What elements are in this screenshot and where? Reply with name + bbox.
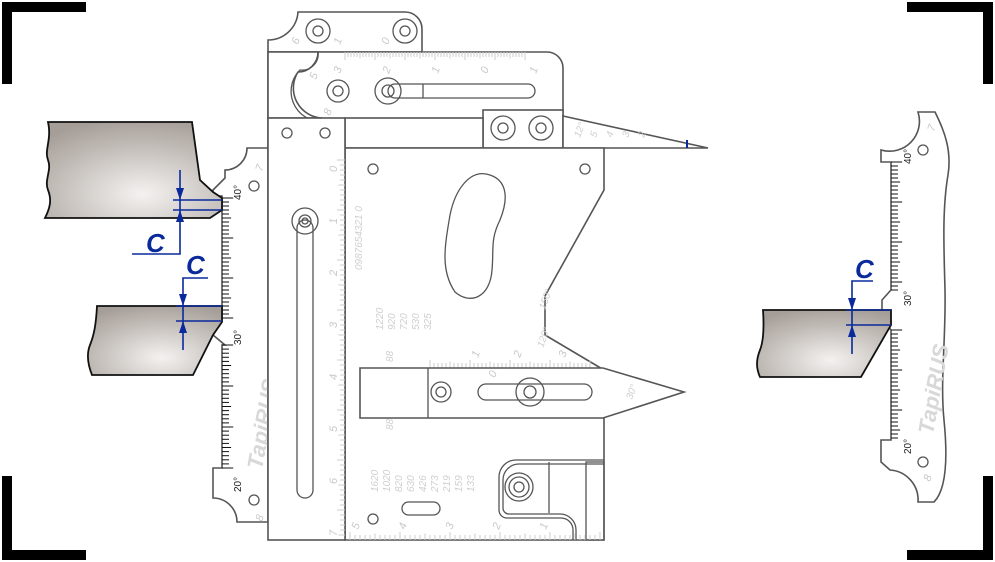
dimension-label-c: C [186, 250, 206, 280]
number-8: 8 [922, 472, 936, 483]
left-workpiece-bottom [86, 305, 223, 376]
left-workpiece-top [43, 121, 223, 219]
right-workpiece [756, 309, 892, 378]
number-8: 8 [254, 512, 268, 523]
scale-label: 8 [322, 106, 336, 117]
scale-label: 5 [328, 425, 340, 432]
scale-label: 1 [538, 521, 551, 531]
dimension-label-c: C [855, 254, 875, 284]
scale-label: 1 [528, 65, 541, 75]
bracket-bottom-right [907, 476, 993, 560]
thickness-label: 530 [411, 313, 422, 330]
top-plate [267, 11, 423, 53]
dimension-c-right: C [846, 254, 891, 354]
thickness-label: 159 [454, 475, 465, 492]
dimension-c-bottom: C [176, 250, 222, 350]
scale-label: 0 [328, 165, 340, 172]
scale-label: 1 [470, 349, 483, 359]
right-gauge-ticks [891, 161, 903, 439]
scale-label: 2 [380, 65, 394, 76]
scale-label: 6 [328, 477, 340, 484]
pointer-bar [359, 367, 687, 419]
scale-label: 2 [636, 130, 649, 140]
bracket-bottom-left [2, 476, 86, 560]
number-7: 7 [254, 162, 268, 173]
bar-mark: 88 [385, 350, 396, 362]
thickness-label: 1220 [375, 307, 386, 330]
upper-plate-ticks [344, 52, 526, 60]
dimension-label-c: C [146, 228, 166, 258]
bracket-top-right [907, 2, 993, 84]
thickness-label: 325 [423, 313, 434, 330]
thickness-label: 273 [430, 475, 441, 493]
left-gauge: 40° 30° 20° 7 8 TapiRUS [212, 147, 283, 523]
right-gauge: 40° 30° 20° 7 8 TapiRUS [880, 111, 954, 503]
scale-label: 4 [604, 130, 616, 139]
scale-label: 0 [487, 368, 501, 379]
dimension-c-top: C [132, 170, 222, 258]
angle-label-30: 30° [233, 330, 244, 345]
scale-label: 2 [511, 349, 525, 360]
angle-label-30: 30° [903, 291, 914, 306]
scale-label: 5 [588, 130, 600, 139]
thickness-label: 133 [466, 475, 477, 492]
scale-label: 2 [490, 521, 504, 532]
thickness-label: 1020 [382, 469, 393, 492]
scale-label: 3 [328, 321, 340, 328]
scale-label: 0 [479, 64, 493, 75]
scale-label: 5 [308, 70, 322, 81]
thickness-label: 720 [399, 313, 410, 330]
body-ticks [349, 360, 601, 540]
scale-label: 12° [572, 121, 588, 139]
scale-label: 1 [328, 218, 340, 224]
needle-pointer [562, 115, 709, 149]
angle-label-20: 20° [233, 477, 244, 492]
left-gauge-ticks [222, 197, 234, 469]
angle-label-20: 20° [903, 439, 914, 454]
main-body [344, 147, 605, 541]
scale-label: 2 [328, 270, 340, 277]
scale-label: 1 [430, 65, 443, 75]
scale-label: 7 [328, 529, 340, 536]
vernier-digits: 0987654321 0 [354, 206, 365, 270]
vertical-ruler [267, 117, 346, 541]
thickness-label: 1620 [370, 469, 381, 492]
thickness-label: 820 [394, 475, 405, 492]
angle-label-40: 40° [903, 149, 914, 164]
scale-label: 6 [290, 35, 304, 46]
scale-label: 4 [397, 521, 410, 531]
scale-label: 3 [620, 130, 632, 139]
scale-label: 3 [444, 520, 458, 531]
scale-label: 0 [380, 35, 394, 46]
number-7: 7 [926, 122, 940, 133]
ruler-ticks [337, 159, 345, 536]
scale-label: 4 [328, 374, 340, 380]
thickness-label: 426 [418, 475, 429, 492]
angle-label-40: 40° [233, 185, 244, 200]
bracket-top-left [2, 2, 86, 84]
angle-label: 30° [624, 383, 640, 401]
hole [248, 180, 260, 192]
hole [248, 494, 260, 506]
thickness-label: 630 [406, 475, 417, 492]
bar-mark: 88 [385, 418, 396, 430]
scale-label: 3 [332, 64, 346, 75]
scale-label: 3 [557, 348, 571, 359]
thickness-label: 920 [387, 313, 398, 330]
thickness-label: 219 [442, 475, 453, 493]
scale-label: 5 [350, 520, 364, 531]
scale-label: 1 [332, 36, 345, 46]
